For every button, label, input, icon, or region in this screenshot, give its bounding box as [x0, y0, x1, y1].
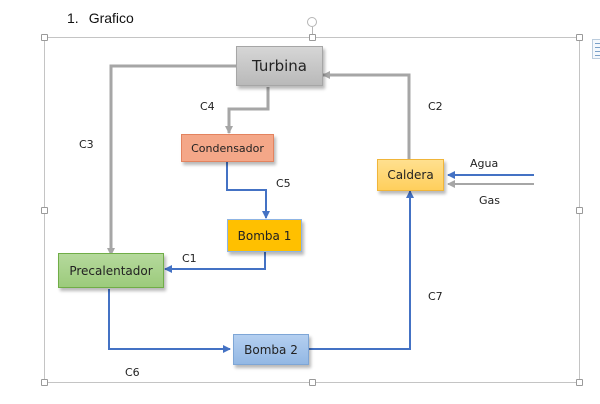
heading-title: Grafico	[88, 10, 134, 26]
heading-number: 1.	[67, 10, 79, 26]
label-c5: C5	[276, 177, 291, 190]
label-agua: Agua	[470, 157, 499, 170]
node-precalentador[interactable]: Precalentador	[58, 253, 164, 288]
resize-handle-n[interactable]	[309, 34, 316, 41]
label-gas: Gas	[479, 194, 500, 207]
resize-handle-s[interactable]	[309, 379, 316, 386]
resize-handle-ne[interactable]	[576, 34, 583, 41]
layout-options-icon[interactable]	[592, 39, 600, 59]
label-c7: C7	[428, 290, 443, 303]
section-heading: 1. Grafico	[67, 10, 134, 26]
label-c6: C6	[125, 366, 140, 379]
rotate-handle-icon[interactable]	[307, 17, 317, 27]
connector-c1	[164, 252, 266, 273]
rotate-handle-stem	[312, 27, 313, 37]
connector-c2	[322, 71, 411, 159]
label-c2: C2	[428, 100, 443, 113]
node-caldera[interactable]: Caldera	[377, 159, 444, 191]
resize-handle-nw[interactable]	[41, 34, 48, 41]
connector-c3	[107, 64, 236, 256]
node-turbina[interactable]: Turbina	[236, 46, 323, 86]
connector-c5	[226, 162, 270, 219]
resize-handle-w[interactable]	[41, 207, 48, 214]
connector-c4	[225, 87, 270, 134]
resize-handle-e[interactable]	[576, 207, 583, 214]
connector-c7	[309, 190, 414, 350]
node-condensador[interactable]: Condensador	[181, 134, 274, 162]
label-c3: C3	[79, 138, 94, 151]
resize-handle-se[interactable]	[576, 379, 583, 386]
resize-handle-sw[interactable]	[41, 379, 48, 386]
node-bomba-1[interactable]: Bomba 1	[227, 219, 302, 252]
connector-c6	[108, 289, 231, 353]
label-c4: C4	[200, 100, 215, 113]
label-c1: C1	[182, 252, 197, 265]
node-bomba-2[interactable]: Bomba 2	[233, 334, 309, 365]
